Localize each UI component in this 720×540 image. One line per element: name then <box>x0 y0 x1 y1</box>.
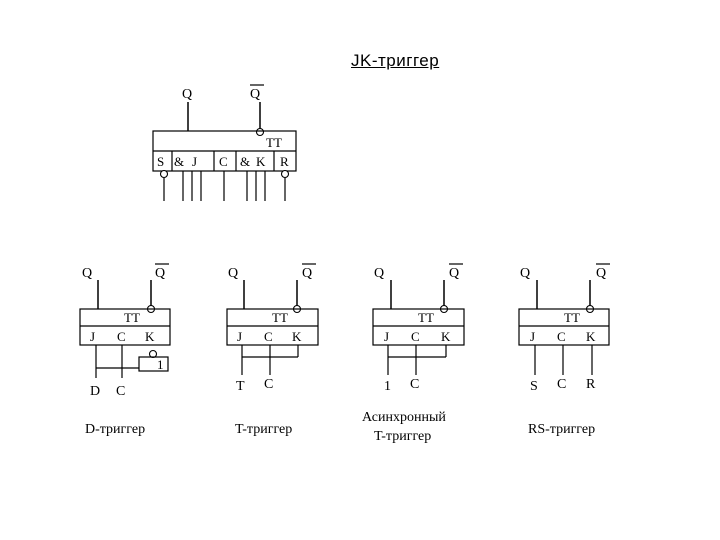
at-j-label: J <box>384 329 389 344</box>
d-c-label: C <box>117 329 126 344</box>
at-q-label: Q <box>374 266 384 281</box>
main-tt-label: TT <box>266 135 282 150</box>
rs-k-label: K <box>586 329 596 344</box>
at-c-label: C <box>411 329 420 344</box>
rs-input-c-label: C <box>557 377 566 392</box>
t-input-c-label: C <box>264 377 273 392</box>
main-and2-label: & <box>240 154 250 169</box>
main-s-inversion-bubble <box>159 169 169 179</box>
t-tt-label: TT <box>272 310 288 325</box>
d-input-c-label: C <box>116 384 125 399</box>
main-output-q-label: Q <box>182 87 192 102</box>
variant-rs-trigger: Q Q TT J C K S C R RS-триггер <box>518 263 610 437</box>
at-tt-label: TT <box>418 310 434 325</box>
variant-async-t-trigger: Q Q TT J C K 1 C Асинхронный T-триггер <box>362 263 465 444</box>
main-qbar-inversion-bubble <box>255 127 265 137</box>
d-trigger-box <box>79 308 171 346</box>
page-title: JK-триггер <box>351 51 440 70</box>
rs-j-label: J <box>530 329 535 344</box>
d-qbar-label: Q <box>155 266 165 281</box>
t-k-label: K <box>292 329 302 344</box>
variant-d-trigger: Q Q TT J C K 1 D C D-триггер <box>79 263 171 437</box>
main-and1-label: & <box>174 154 184 169</box>
d-input-d-label: D <box>90 384 100 399</box>
main-s-label: S <box>157 154 164 169</box>
rs-caption: RS-триггер <box>528 422 595 437</box>
t-c-label: C <box>264 329 273 344</box>
t-qbar-label: Q <box>302 266 312 281</box>
main-output-qbar-label: Q <box>250 87 260 102</box>
d-j-label: J <box>90 329 95 344</box>
at-k-label: K <box>441 329 451 344</box>
rs-trigger-box <box>518 308 610 346</box>
main-r-label: R <box>280 154 289 169</box>
main-k-label: K <box>256 154 266 169</box>
main-c-label: C <box>219 154 228 169</box>
at-input-c-label: C <box>410 377 419 392</box>
t-trigger-box <box>226 308 319 346</box>
at-trigger-box <box>372 308 465 346</box>
d-inverter-label: 1 <box>157 357 164 372</box>
main-jk-trigger: Q Q TT S & J C & K R <box>152 84 297 201</box>
t-input-t-label: T <box>236 379 245 394</box>
t-caption: T-триггер <box>235 422 292 437</box>
d-inverter-box <box>138 356 169 372</box>
rs-c-label: C <box>557 329 566 344</box>
rs-input-s-label: S <box>530 379 538 394</box>
rs-input-r-label: R <box>586 377 596 392</box>
at-input-1-label: 1 <box>384 379 391 394</box>
rs-qbar-label: Q <box>596 266 606 281</box>
d-k-label: K <box>145 329 155 344</box>
rs-tt-label: TT <box>564 310 580 325</box>
at-caption-line1: Асинхронный <box>362 410 446 425</box>
t-q-label: Q <box>228 266 238 281</box>
d-q-label: Q <box>82 266 92 281</box>
at-caption-line2: T-триггер <box>374 429 431 444</box>
d-caption: D-триггер <box>85 422 145 437</box>
variant-t-trigger: Q Q TT J C K T C T-триггер <box>226 263 319 437</box>
at-qbar-label: Q <box>449 266 459 281</box>
d-tt-label: TT <box>124 310 140 325</box>
t-j-label: J <box>237 329 242 344</box>
rs-q-label: Q <box>520 266 530 281</box>
main-j-label: J <box>192 154 197 169</box>
main-r-inversion-bubble <box>280 169 290 179</box>
